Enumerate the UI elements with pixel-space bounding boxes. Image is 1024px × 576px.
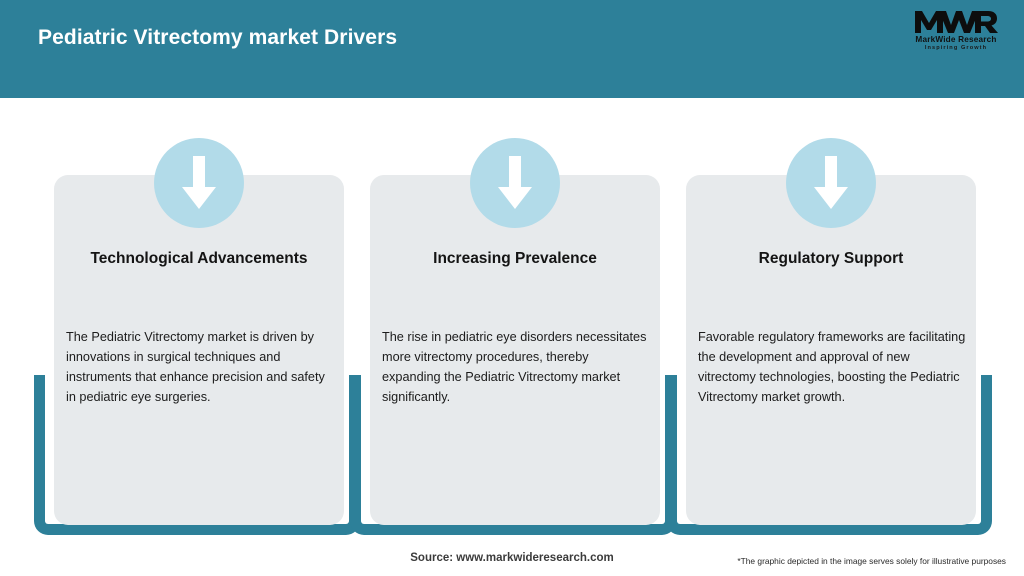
card-title: Increasing Prevalence <box>433 250 597 267</box>
card-panel: Regulatory Support Favorable regulatory … <box>686 175 976 525</box>
card-icon-badge <box>786 138 876 228</box>
disclaimer-note: *The graphic depicted in the image serve… <box>737 556 1006 566</box>
header-bar: Pediatric Vitrectomy market Drivers Mark… <box>0 0 1024 98</box>
card-title: Technological Advancements <box>90 250 308 267</box>
source-label: Source: www.markwideresearch.com <box>410 552 614 564</box>
brand-tagline: Inspiring Growth <box>924 45 988 52</box>
driver-card: Increasing Prevalence The rise in pediat… <box>350 138 676 540</box>
driver-card: Technological Advancements The Pediatric… <box>34 138 360 540</box>
card-panel: Technological Advancements The Pediatric… <box>54 175 344 525</box>
card-description: Favorable regulatory frameworks are faci… <box>698 330 966 405</box>
brand-logo: MarkWide Research Inspiring Growth <box>902 8 1010 64</box>
page-title: Pediatric Vitrectomy market Drivers <box>38 26 398 49</box>
driver-card: Regulatory Support Favorable regulatory … <box>666 138 992 540</box>
card-description: The rise in pediatric eye disorders nece… <box>382 330 647 405</box>
brand-name: MarkWide Research <box>915 35 997 44</box>
card-icon-badge <box>470 138 560 228</box>
mwr-logo-icon <box>915 11 998 33</box>
card-description: The Pediatric Vitrectomy market is drive… <box>66 330 325 405</box>
card-panel: Increasing Prevalence The rise in pediat… <box>370 175 660 525</box>
card-accent-frame <box>666 375 992 535</box>
card-icon-badge <box>154 138 244 228</box>
down-arrow-icon <box>814 156 848 209</box>
down-arrow-icon <box>498 156 532 209</box>
down-arrow-icon <box>182 156 216 209</box>
card-title: Regulatory Support <box>758 250 904 267</box>
